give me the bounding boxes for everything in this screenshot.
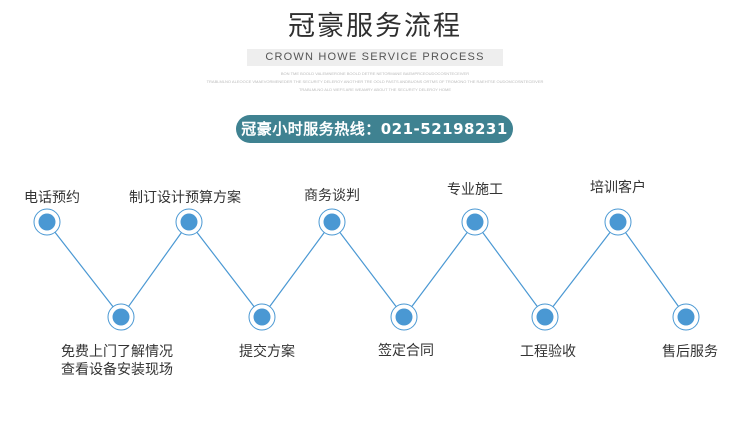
step-label-submit-plan: 提交方案 — [239, 344, 295, 360]
step-label-site-visit-line-1: 免费上门了解情况 — [61, 344, 173, 360]
step-node-3 — [175, 208, 203, 236]
step-label-construction: 专业施工 — [447, 182, 503, 198]
connector-line — [403, 221, 476, 318]
connector-line — [474, 221, 546, 318]
step-node-6 — [390, 303, 418, 331]
step-node-10 — [672, 303, 700, 331]
fine-print-line-3: TRABLMLNO ALD WEFS ARE WEAMRY ABOUT THE … — [298, 87, 452, 92]
page-title: 冠豪服务流程 — [288, 11, 462, 42]
fine-print-line-2: TRABLMLNO ALEOOCE VMAEVORMENEDER THE SEC… — [206, 79, 544, 84]
flow-connectors — [46, 221, 687, 318]
step-label-after-sales: 售后服务 — [662, 344, 718, 360]
connector-line — [544, 221, 619, 318]
connector-line — [188, 221, 263, 318]
step-label-acceptance: 工程验收 — [520, 344, 576, 360]
fine-print-line-1: BON TME BOOLD VALEMNERONE BOOLD DETRE NE… — [280, 71, 470, 76]
step-node-7 — [461, 208, 489, 236]
step-label-negotiation: 商务谈判 — [304, 188, 360, 204]
step-node-4 — [248, 303, 276, 331]
step-label-phone-appointment: 电话预约 — [24, 190, 80, 206]
step-node-1 — [33, 208, 61, 236]
step-node-2 — [107, 303, 135, 331]
connector-line — [46, 221, 122, 318]
step-node-9 — [604, 208, 632, 236]
step-node-8 — [531, 303, 559, 331]
step-label-site-visit: 免费上门了解情况 查看设备安装现场 — [61, 343, 173, 379]
step-label-design-budget: 制订设计预算方案 — [129, 190, 241, 206]
step-label-site-visit-line-2: 查看设备安装现场 — [61, 362, 173, 378]
step-label-training: 培训客户 — [590, 180, 646, 196]
connector-line — [261, 221, 333, 318]
connector-line — [331, 221, 405, 318]
flow-nodes — [33, 208, 700, 331]
hotline-badge: 冠豪小时服务热线：021-52198231 — [236, 115, 513, 143]
step-label-sign-contract: 签定合同 — [378, 343, 434, 359]
step-node-5 — [318, 208, 346, 236]
page-subtitle: CROWN HOWE SERVICE PROCESS — [247, 49, 503, 66]
connector-line — [617, 221, 687, 318]
connector-line — [120, 221, 190, 318]
